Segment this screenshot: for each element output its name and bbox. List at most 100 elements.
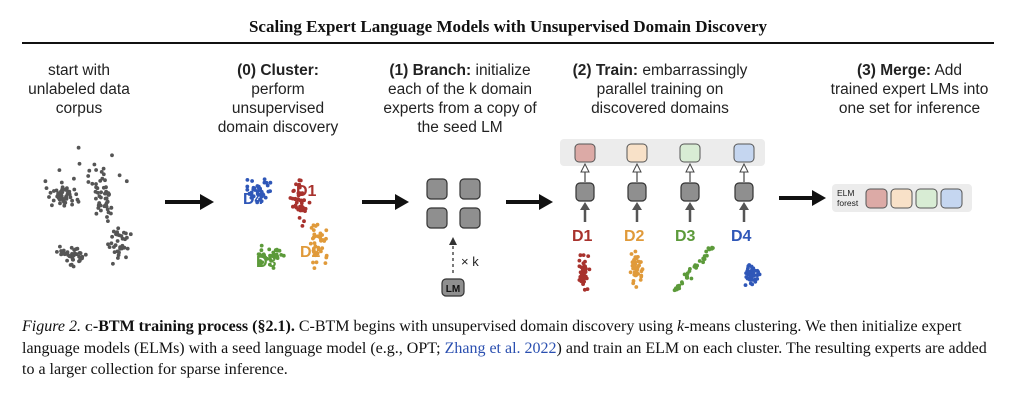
stage-arrow-1-head [200, 194, 214, 210]
cluster-point-d4 [262, 177, 267, 182]
trained-elm-block [679, 143, 701, 163]
figure-caption: Figure 2. c-BTM training process (§2.1).… [22, 316, 997, 381]
corpus-point [104, 191, 109, 195]
caption-text-3: ) and train an ELM on each cluster. The … [22, 339, 987, 379]
train-point-d4 [744, 275, 749, 279]
corpus-point [67, 254, 72, 259]
corpus-point [124, 255, 128, 260]
corpus-point [74, 247, 78, 252]
stage-arrow-4-head [812, 190, 826, 206]
train-point-d3 [701, 256, 706, 261]
train-point-d3 [674, 286, 678, 291]
corpus-point [76, 199, 81, 204]
corpus-point [109, 205, 114, 210]
corpus-point [62, 251, 67, 256]
cluster-point-d4 [255, 189, 260, 194]
expert-block [627, 182, 647, 202]
corpus-point [111, 229, 116, 234]
forest-elm-d4 [940, 188, 963, 209]
corpus-point [125, 235, 129, 240]
corpus-point [63, 200, 68, 205]
corpus-point [110, 153, 114, 158]
expert-block [459, 178, 481, 200]
corpus-point [70, 257, 75, 262]
train-point-d1 [579, 279, 584, 284]
expert-block [459, 207, 481, 229]
seed-lm-label: LM [446, 284, 460, 295]
caption-reference-link[interactable]: Zhang et al. 2022 [444, 339, 557, 357]
stage-merge-heading: (3) Merge: [856, 62, 932, 79]
train-point-d4 [755, 277, 760, 281]
cluster-point-d2 [314, 260, 319, 265]
cluster-point-d2 [316, 247, 321, 251]
corpus-point [94, 168, 98, 172]
cluster-point-d3 [261, 252, 266, 257]
train-point-d4 [746, 266, 750, 271]
corpus-point [58, 201, 62, 206]
stage-cluster-heading: (0) Cluster: [237, 62, 319, 79]
corpus-point [48, 190, 53, 195]
training-arrow-head [632, 202, 642, 210]
stage-arrow-2-head [395, 194, 409, 210]
train-point-d3 [706, 246, 711, 251]
train-point-d4 [752, 273, 756, 278]
cluster-labels: D1 D2 D3 D4 [243, 183, 321, 271]
train-point-d4 [749, 273, 753, 278]
corpus-point [115, 230, 119, 235]
corpus-point [103, 178, 107, 183]
stage-merge-line-2: one set for inference [838, 100, 981, 117]
corpus-point [124, 179, 129, 184]
cluster-point-d2 [312, 232, 317, 237]
cluster-point-d4 [268, 180, 273, 185]
cluster-point-d2 [311, 236, 315, 241]
cluster-point-d1 [294, 205, 299, 210]
cluster-point-d1 [293, 197, 298, 202]
header-rule [22, 42, 994, 44]
train-point-d4 [756, 271, 760, 276]
stage-branch-text: (1) Branch: initialize each of the k dom… [370, 61, 550, 137]
update-arrow-head [632, 162, 642, 173]
cluster-label-d3: D3 [256, 254, 277, 271]
train-label-d1: D1 [572, 228, 593, 245]
corpus-point [99, 170, 104, 174]
corpus-point [109, 241, 114, 246]
copy-dashed-arrowhead [449, 237, 457, 245]
train-point-d3 [689, 276, 694, 281]
cluster-point-d4 [245, 184, 250, 189]
corpus-point [95, 186, 100, 191]
corpus-point [55, 250, 59, 254]
train-point-d3 [701, 260, 705, 265]
cluster-point-d1 [297, 216, 302, 220]
process-figure: D1 D2 D3 D4 × k LM D1 D2 D3 D4 ELM fores… [43, 139, 972, 297]
cluster-point-d3 [268, 262, 272, 267]
cluster-point-d4 [247, 192, 252, 196]
cluster-point-d3 [270, 253, 275, 258]
train-point-d3 [697, 259, 702, 263]
train-point-d2 [634, 255, 639, 259]
update-arrow-head [685, 162, 695, 173]
corpus-point [116, 256, 120, 260]
corpus-point [74, 192, 79, 197]
corpus-point [105, 215, 109, 219]
corpus-point [113, 243, 118, 248]
corpus-point [55, 194, 60, 199]
stage-branch-first-rest: initialize [471, 62, 531, 79]
cluster-point-d1 [294, 182, 298, 187]
train-point-d1 [585, 287, 590, 291]
corpus-point [101, 166, 106, 171]
cluster-point-d3 [268, 257, 272, 261]
corpus-point [87, 168, 92, 173]
expert-block [426, 207, 448, 229]
training-domain-scatters [577, 245, 762, 293]
cluster-point-d1 [303, 206, 308, 211]
train-point-d4 [753, 279, 758, 284]
corpus-point [59, 189, 63, 194]
cluster-point-d2 [318, 233, 323, 238]
corpus-point [78, 257, 83, 262]
corpus-point [72, 187, 77, 192]
corpus-point [117, 173, 122, 178]
corpus-point [107, 245, 112, 250]
stage-merge-first-rest: Add [931, 62, 963, 79]
cluster-point-d1 [302, 198, 306, 203]
cluster-point-d4 [245, 187, 250, 192]
